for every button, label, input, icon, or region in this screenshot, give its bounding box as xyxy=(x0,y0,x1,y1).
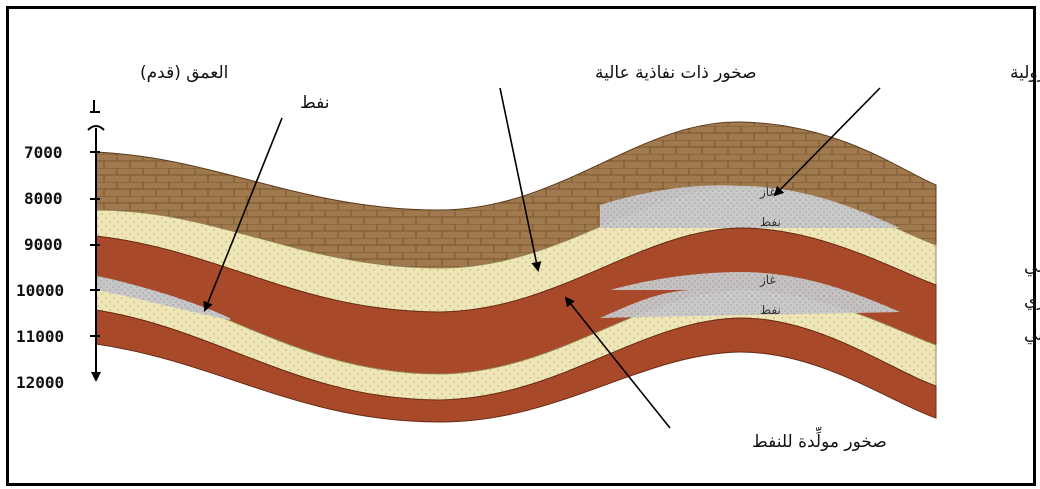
upper-gas-text: غاز xyxy=(759,185,776,200)
tick-label-11000: 11000 xyxy=(16,327,64,346)
source-rocks-label: صخور مولِّدة للنفط xyxy=(752,425,887,452)
high-permeability-rocks-label: صخور ذات نفاذية عالية xyxy=(595,63,757,83)
legend-limestone: حجر جيري xyxy=(1024,291,1040,311)
lower-oil-text: نفط xyxy=(760,303,781,317)
lower-gas-text: غاز xyxy=(759,273,776,288)
depth-axis-surface-symbol xyxy=(90,100,100,112)
tick-label-9000: 9000 xyxy=(24,235,63,254)
legend-sandstone: حجر رملي xyxy=(1024,257,1040,277)
oil-label: نفط xyxy=(300,93,329,113)
upper-oil-text: نفط xyxy=(760,215,781,229)
tick-label-12000: 12000 xyxy=(16,373,64,392)
tick-label-10000: 10000 xyxy=(16,281,64,300)
petroleum-trap-label: مصيدة بترولية xyxy=(1010,63,1040,83)
tick-label-8000: 8000 xyxy=(24,189,63,208)
legend-shale: حجر طيني xyxy=(1024,325,1040,345)
tick-label-7000: 7000 xyxy=(24,143,63,162)
depth-axis-title: العمق (قدم) xyxy=(140,63,228,83)
